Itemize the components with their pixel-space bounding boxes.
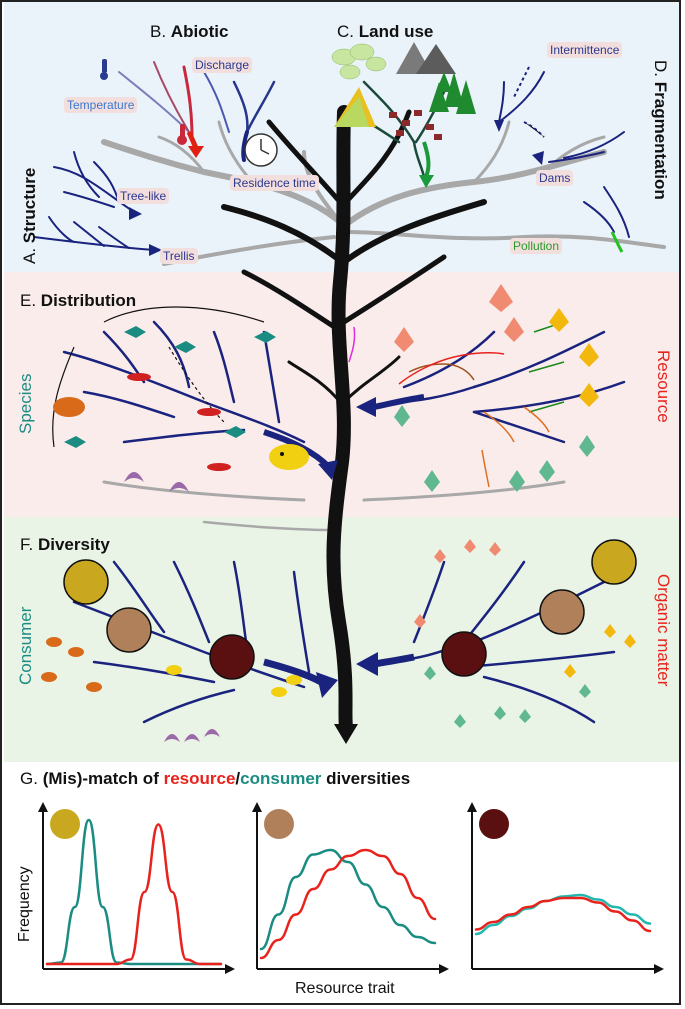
panel-g-slash: /: [235, 769, 241, 788]
y-axis-arrow: [467, 802, 477, 812]
diversity-indicator-disk: [50, 809, 80, 839]
panel-b-letter: B.: [150, 22, 167, 41]
panel-e-name: Distribution: [40, 291, 137, 310]
river-tree-illustration: [33, 42, 666, 744]
panel-d-letter: D.: [651, 60, 670, 77]
chip-tree-like: Tree-like: [117, 188, 170, 204]
label-organic-matter: Organic matter: [654, 574, 673, 687]
panel-f-name: Diversity: [37, 535, 110, 554]
panel-c-title: C. Land use: [337, 22, 433, 42]
panel-a-title: A. Structure: [20, 168, 40, 264]
series-line-resource: [474, 896, 652, 933]
chart-xlabel: Resource trait: [295, 980, 395, 997]
chip-dams: Dams: [536, 170, 574, 186]
series-line-resource: [45, 823, 223, 966]
panel-f-letter: F.: [20, 535, 34, 554]
series-line-resource: [259, 848, 437, 960]
y-axis-arrow: [252, 802, 262, 812]
panel-c-name: Land use: [358, 22, 434, 41]
series-line-consumer: [259, 848, 437, 951]
chip-discharge: Discharge: [192, 57, 253, 73]
chip-pollution: Pollution: [510, 238, 563, 254]
panel-d-name: Fragmentation: [651, 81, 670, 200]
chip-trellis: Trellis: [160, 248, 198, 264]
panel-g-title: G. (Mis)-match of resource/consumer dive…: [20, 769, 410, 789]
panel-b-name: Abiotic: [170, 22, 229, 41]
panel-a-name: Structure: [20, 167, 39, 244]
chip-residence-time: Residence time: [230, 175, 319, 191]
chart-1: [38, 802, 235, 974]
panel-g-consumer: consumer: [240, 769, 322, 788]
panel-b-title: B. Abiotic: [150, 22, 228, 42]
panel-g-letter: G.: [20, 769, 38, 788]
panel-e-letter: E.: [20, 291, 37, 310]
panel-g-resource: resource: [163, 769, 236, 788]
chart-3: [467, 802, 664, 974]
panel-c-letter: C.: [337, 22, 354, 41]
label-resource: Resource: [654, 350, 673, 423]
chip-temperature: Temperature: [64, 97, 138, 113]
chip-intermittence: Intermittence: [547, 42, 623, 58]
diversity-indicator-disk: [264, 809, 294, 839]
panel-f-title: F. Diversity: [20, 535, 110, 555]
series-line-consumer_light: [474, 893, 652, 936]
label-species: Species: [16, 373, 35, 434]
label-consumer: Consumer: [16, 606, 35, 685]
y-axis-arrow: [38, 802, 48, 812]
panel-g-suffix: diversities: [321, 769, 411, 788]
panel-d-title: D. Fragmentation: [650, 60, 670, 200]
x-axis-arrow: [654, 964, 664, 974]
x-axis-arrow: [225, 964, 235, 974]
chart-2: [252, 802, 449, 974]
panel-e-title: E. Distribution: [20, 291, 136, 311]
diversity-indicator-disk: [479, 809, 509, 839]
panel-a-letter: A.: [20, 247, 39, 264]
series-line-consumer: [45, 818, 223, 966]
panel-g-prefix: (Mis)-match of: [42, 769, 164, 788]
chart-ylabel: Frequency: [16, 866, 33, 942]
x-axis-arrow: [439, 964, 449, 974]
